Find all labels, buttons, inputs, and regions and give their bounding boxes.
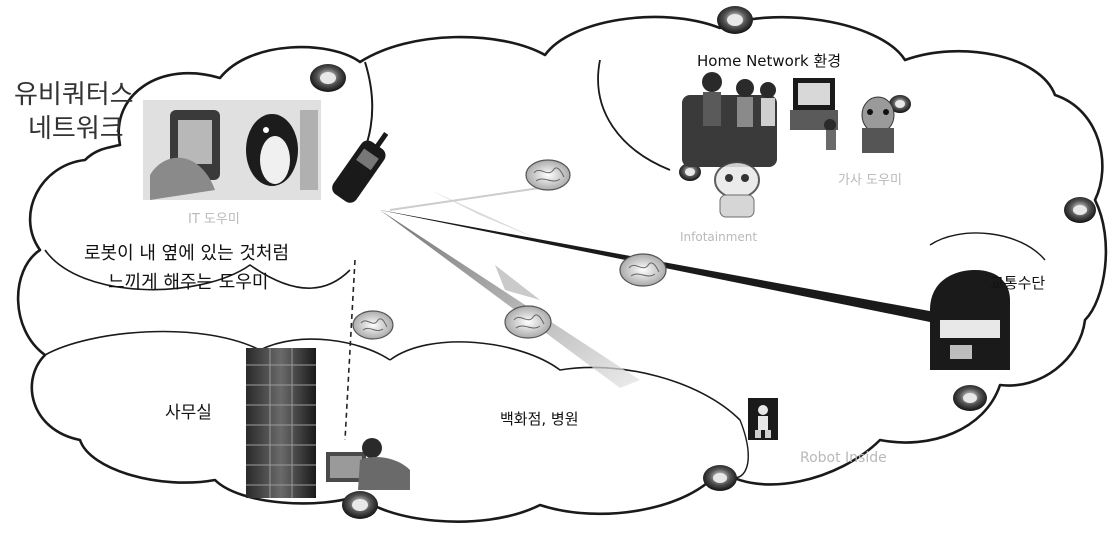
network-node [342,491,378,519]
brain-relay-icon [525,159,571,191]
network-node [889,95,911,113]
network-node [953,385,987,411]
pda-photo [143,100,321,200]
inner-cloud-line [597,59,671,171]
relay-icons [352,159,667,340]
it-helper-label: IT 도우미 [188,212,240,227]
transport-vehicle-image [930,270,1010,370]
office-label: 사무실 [165,403,212,423]
infotainment-robot-image [714,161,760,218]
beam-to-store [380,210,640,388]
robot-inside-label: Robot Inside [800,450,887,466]
beam-light [430,190,540,240]
inner-cloud-line [44,249,351,291]
network-node [679,163,701,181]
network-node [703,465,737,491]
helper-description-line2: 느끼게 해주는 도우미 [108,272,269,293]
office-worker-image [326,438,410,490]
network-node [1064,197,1096,223]
humanoid-robot-image [748,398,778,440]
diagram-title-line2: 네트워크 [28,114,124,144]
home-family-image [682,72,895,167]
transport-label: 교통수단 [990,274,1046,292]
infotainment-label: Infotainment [680,230,758,244]
helper-description-line1: 로봇이 내 옆에 있는 것처럼 [84,243,290,264]
link-home [389,184,561,211]
inner-cloud-line [44,330,391,361]
housework-helper-label: 가사 도우미 [838,173,902,188]
network-nodes [310,6,1096,519]
network-node [310,64,346,92]
inner-cloud-line [389,341,741,421]
inner-cloud-line [929,232,1046,261]
office-building-image [246,348,316,498]
link-office [344,259,356,441]
brain-relay-icon [352,310,394,340]
network-node [717,6,753,34]
diagram-title-line1: 유비쿼터스 [14,80,134,110]
cell-phone-image [332,131,389,203]
brain-relay-icon [619,253,667,287]
brain-relay-icon [504,305,552,339]
dept-store-hospital-label: 백화점, 병원 [500,410,579,428]
beam-diffuse [495,265,540,300]
home-network-label: Home Network 환경 [697,52,842,70]
